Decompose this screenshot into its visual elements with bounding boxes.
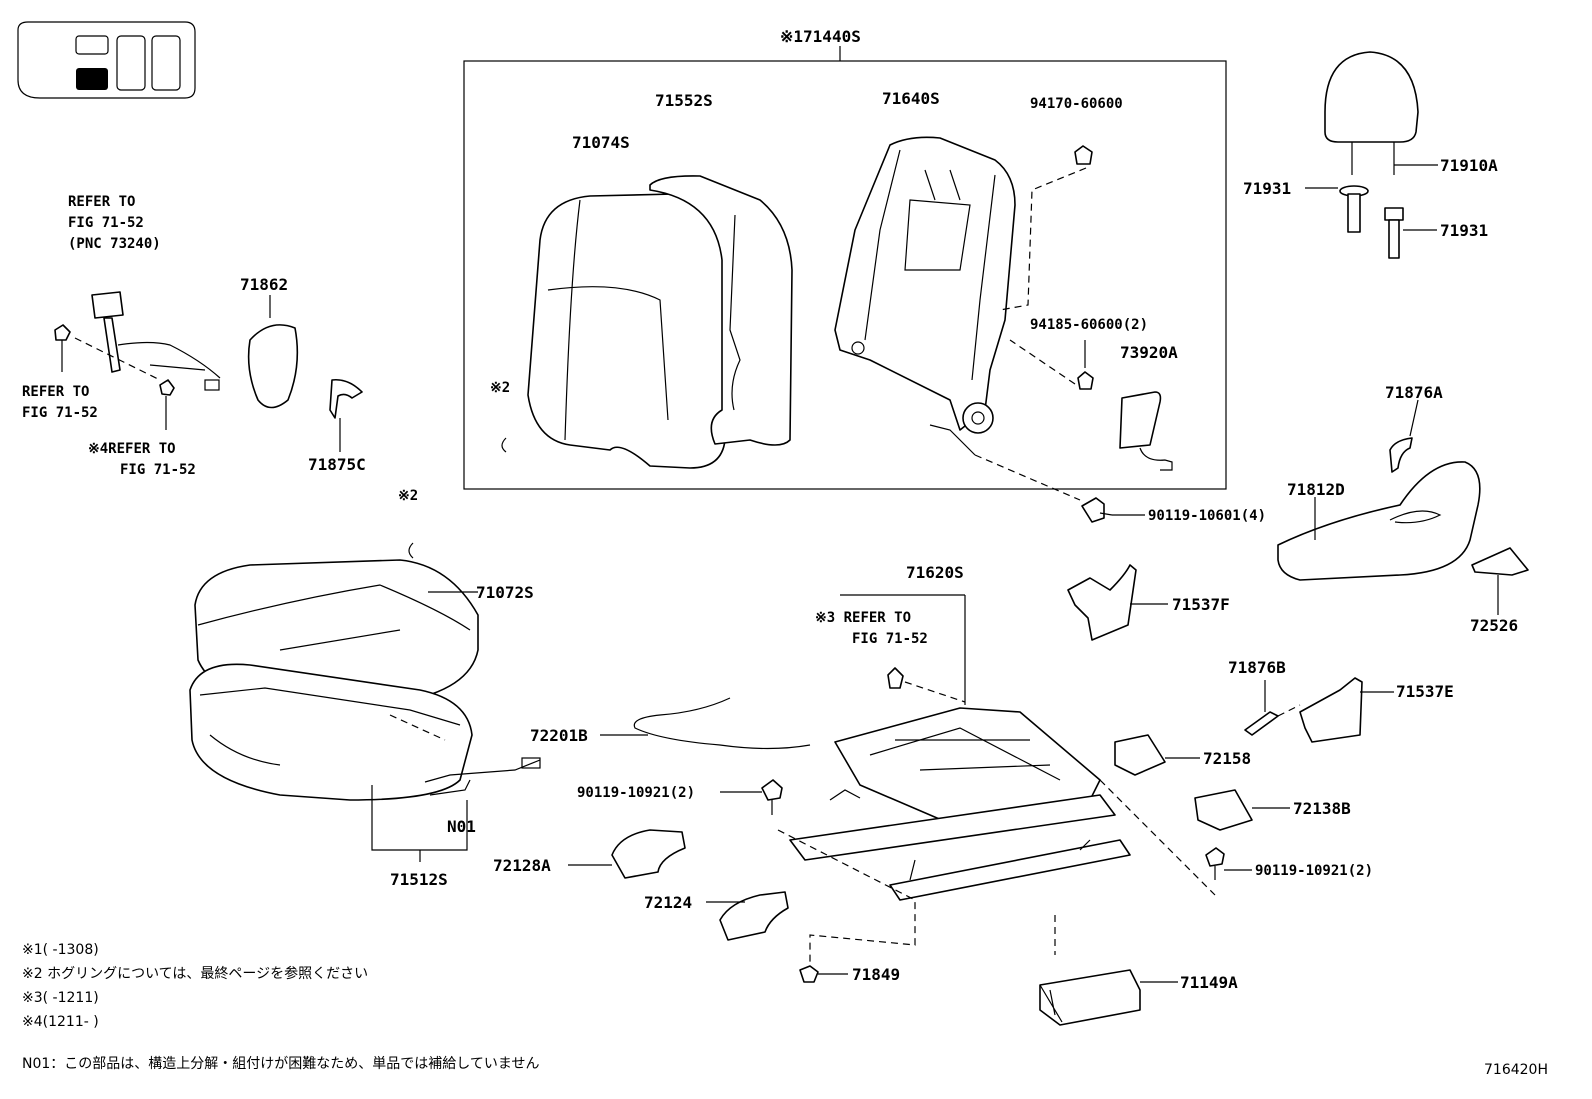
headrest-support-71931-a	[1305, 185, 1369, 233]
hog-ring-icon	[408, 542, 414, 559]
bracket-71537f	[1067, 564, 1137, 641]
label-71931-b: 71931	[1440, 221, 1488, 240]
footnote-n01: N01：この部品は、構造上分解・組付けが困難なため、単品では補給していません	[22, 1056, 539, 1072]
label-90119-10921-right: 90119-10921(2)	[1255, 863, 1373, 879]
fastener-icon	[54, 324, 71, 341]
seat-cushion-pad-71512s	[189, 663, 473, 801]
fastener-94185	[1077, 371, 1094, 390]
cover-72128a	[611, 829, 686, 879]
label-71440s: ※171440S	[780, 27, 861, 46]
side-airbag-73920a	[1119, 391, 1173, 471]
refer-clip4-line1: ※4REFER TO	[88, 441, 176, 457]
seat-position-icon	[17, 21, 196, 99]
cover-71862	[247, 324, 299, 409]
cover-71149a	[1039, 969, 1141, 1026]
seatbelt-buckle	[91, 291, 221, 391]
clip-71849	[799, 965, 848, 983]
refer-fastener-line1: REFER TO	[22, 384, 89, 400]
label-72526: 72526	[1470, 616, 1518, 635]
label-71931-a: 71931	[1243, 179, 1291, 198]
label-71620s: 71620S	[906, 563, 964, 582]
harness-n01	[424, 757, 541, 796]
label-71149a: 71149A	[1180, 973, 1238, 992]
fastener-94170	[1074, 145, 1093, 165]
label-71512s: 71512S	[390, 870, 448, 889]
label-71552s: 71552S	[655, 91, 713, 110]
refer-buckle-line2: FIG 71-52	[68, 215, 144, 231]
bolt-90119-10921-left	[720, 779, 783, 815]
refer-buckle-line3: (PNC 73240)	[68, 236, 161, 252]
seatback-pad-71552s	[649, 175, 793, 446]
cover-72124	[719, 891, 789, 941]
label-note2-a: ※2	[490, 380, 510, 396]
cover-72526	[1471, 547, 1529, 576]
label-71640s: 71640S	[882, 89, 940, 108]
seatback-assembly-box	[463, 60, 1227, 490]
seat-track-71620s	[789, 707, 1131, 901]
refer-clip3-line2: FIG 71-52	[852, 631, 928, 647]
refer-clip3-line1: ※3 REFER TO	[815, 610, 911, 626]
bracket-71537e	[1299, 677, 1363, 743]
wire-72201b	[633, 697, 811, 750]
label-94185: 94185-60600(2)	[1030, 317, 1148, 333]
label-71537e: 71537E	[1396, 682, 1454, 701]
label-71862: 71862	[240, 275, 288, 294]
diagram-id: 716420H	[1484, 1062, 1548, 1078]
refer-fastener-line2: FIG 71-52	[22, 405, 98, 421]
clip-4-icon	[159, 379, 175, 396]
label-71910a: 71910A	[1440, 156, 1498, 175]
trim-71876b	[1244, 711, 1279, 736]
seatback-frame-71640s	[834, 136, 1016, 456]
label-71812d: 71812D	[1287, 480, 1345, 499]
seatback-cover-71074s	[527, 193, 726, 469]
clip-icon	[887, 667, 904, 689]
cover-72158	[1114, 734, 1166, 776]
cover-71875c	[329, 378, 363, 419]
label-90119-10921-left: 90119-10921(2)	[577, 785, 695, 801]
label-71074s: 71074S	[572, 133, 630, 152]
headrest-support-71931-b	[1384, 207, 1437, 259]
trim-71876a	[1389, 437, 1413, 473]
note-1: ※1( -1308)	[22, 942, 99, 958]
bolt-90119-10601	[1081, 497, 1145, 523]
label-71876a: 71876A	[1385, 383, 1443, 402]
label-71876b: 71876B	[1228, 658, 1286, 677]
headrest-71910a	[1324, 51, 1438, 175]
refer-buckle-line1: REFER TO	[68, 194, 135, 210]
label-73920a: 73920A	[1120, 343, 1178, 362]
bolt-90119-10921-right	[1205, 847, 1252, 880]
label-note2-b: ※2	[398, 488, 418, 504]
label-72128a: 72128A	[493, 856, 551, 875]
note-2: ※2 ホグリングについては、最終ページを参照ください	[22, 965, 368, 982]
label-72201b: 72201B	[530, 726, 588, 745]
label-90119-10601: 90119-10601(4)	[1148, 508, 1266, 524]
label-n01: N01	[447, 817, 476, 836]
label-72138b: 72138B	[1293, 799, 1351, 818]
note-3: ※3( -1211)	[22, 990, 99, 1006]
note-4: ※4(1211- )	[22, 1014, 99, 1030]
seat-shield-71812d	[1277, 461, 1481, 581]
label-72158: 72158	[1203, 749, 1251, 768]
refer-clip4-line2: FIG 71-52	[120, 462, 196, 478]
label-71537f: 71537F	[1172, 595, 1230, 614]
label-94170: 94170-60600	[1030, 96, 1123, 112]
label-72124: 72124	[644, 893, 692, 912]
hog-ring-icon	[501, 437, 507, 453]
cover-72138b	[1194, 789, 1253, 831]
label-71849: 71849	[852, 965, 900, 984]
label-71875c: 71875C	[308, 455, 366, 474]
label-71072s: 71072S	[476, 583, 534, 602]
